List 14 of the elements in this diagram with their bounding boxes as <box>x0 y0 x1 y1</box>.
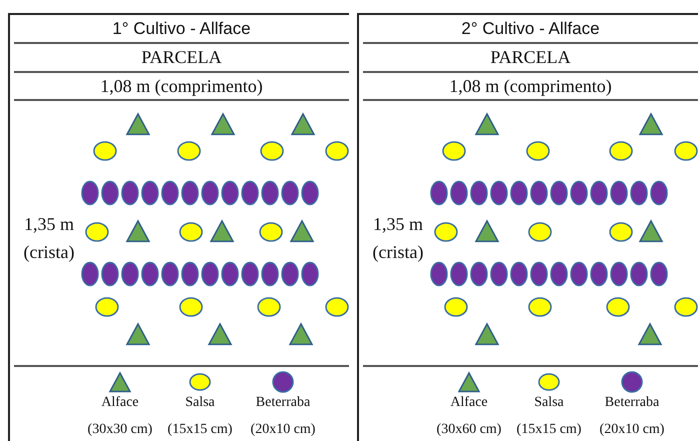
height-dimension-label: 1,35 m (crista) <box>22 213 76 264</box>
header-cell: 2° Cultivo - Allface <box>363 15 698 44</box>
plot-title-cell: PARCELA <box>14 44 349 73</box>
legend-label: Alface (30x30 cm) <box>86 394 154 439</box>
legend-label: Salsa (15x15 cm) <box>166 394 234 439</box>
dimension-cell: 1,08 m (comprimento) <box>14 73 349 101</box>
legend-label: Salsa (15x15 cm) <box>516 394 582 439</box>
legend-label: Beterraba (20x10 cm) <box>598 394 666 439</box>
header-cell: 1° Cultivo - Allface <box>14 15 349 44</box>
legend-label: Beterraba (20x10 cm) <box>250 394 316 439</box>
height-dimension-label: 1,35 m (crista) <box>372 213 424 264</box>
dimension-cell: 1,08 m (comprimento) <box>363 73 698 101</box>
legend-label: Alface (30x60 cm) <box>436 394 502 439</box>
plot-title-cell: PARCELA <box>363 44 698 73</box>
